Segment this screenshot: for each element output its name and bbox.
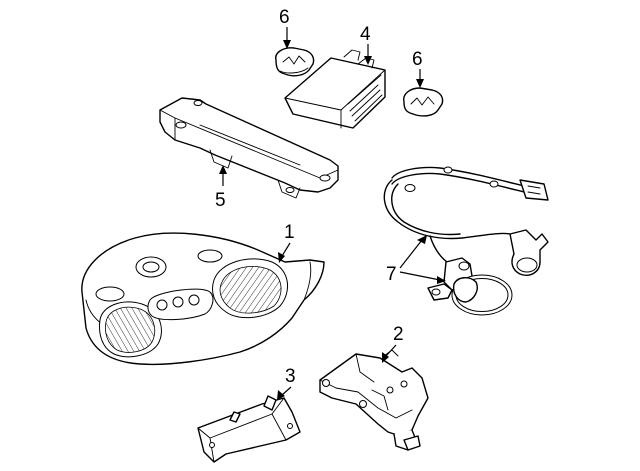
callout-label-6-right: 6 [412,49,423,70]
mounting-bracket-part [319,349,429,451]
callout-label-2: 2 [393,324,404,345]
module-part [284,49,386,129]
callout-1: 1 [278,222,295,263]
wiring-harness-part [383,166,549,316]
callout-label-5: 5 [215,190,226,211]
callout-4: 4 [360,24,372,65]
bulb-right-part [403,87,444,117]
callout-5: 5 [215,165,227,211]
dome-lamp-housing-part [81,232,325,366]
callout-6-right: 6 [412,49,424,88]
clip-bracket-part [197,395,301,463]
callout-3: 3 [277,366,296,400]
bulb-left-part [275,47,315,77]
callout-label-7: 7 [386,264,397,285]
callout-label-6-left: 6 [279,7,290,28]
callout-2: 2 [382,324,404,363]
housing-bracket-part [159,97,339,199]
callout-6-left: 6 [279,7,291,49]
callout-label-3: 3 [285,366,296,387]
callout-label-4: 4 [360,24,371,45]
callout-label-1: 1 [284,222,295,243]
callout-7: 7 [386,235,446,285]
